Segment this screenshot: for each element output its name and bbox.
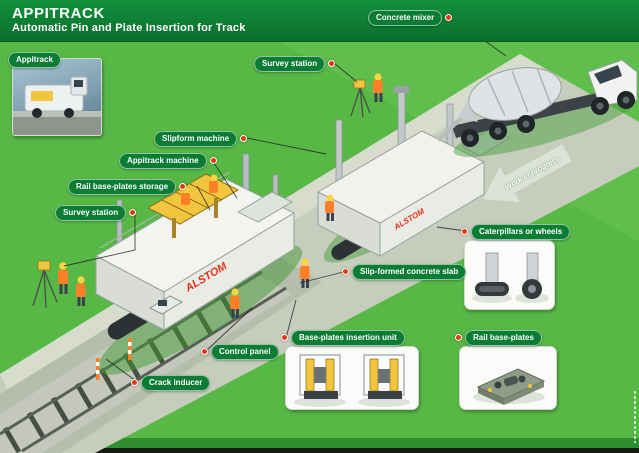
- marker-dot: [179, 183, 187, 191]
- callout-appitrack-machine: Appitrack machine: [119, 153, 217, 169]
- page-subtitle: Automatic Pin and Plate Insertion for Tr…: [12, 22, 246, 35]
- callout-crack-inducer: Crack inducer: [131, 375, 211, 391]
- inset-label-caterpillars: Caterpillars or wheels: [461, 224, 571, 240]
- callout-label: Slip-formed concrete slab: [352, 264, 467, 280]
- callout-label: Survey station: [55, 205, 127, 221]
- marker-dot: [240, 135, 248, 143]
- appitrack-photo: [12, 58, 102, 136]
- callout-survey-station-top: Survey station: [254, 56, 336, 72]
- inset-label-pill: Caterpillars or wheels: [471, 224, 571, 240]
- marker-dot: [461, 228, 468, 236]
- callout-concrete-mixer: Concrete mixer: [368, 10, 453, 26]
- callout-label: Survey station: [254, 56, 326, 72]
- callout-label: Concrete mixer: [368, 10, 443, 26]
- rail-base-plates-art: [473, 368, 546, 405]
- inset-label-insertion-unit: Base-plates insertion unit: [281, 330, 405, 346]
- scene: ALSTOM: [0, 16, 639, 453]
- callout-label: Slipform machine: [154, 131, 238, 147]
- callout-slipform-machine: Slipform machine: [154, 131, 248, 147]
- inset-label-pill: Base-plates insertion unit: [291, 330, 405, 346]
- concrete-mixer-art: [436, 59, 638, 157]
- marker-dot: [445, 14, 453, 22]
- slipform-machine-art: ALSTOM: [316, 86, 511, 263]
- callout-slip-formed-concrete-slab: Slip-formed concrete slab: [342, 264, 467, 280]
- header: APPITRACK Automatic Pin and Plate Insert…: [0, 0, 639, 42]
- insertion-unit-art: [294, 354, 410, 407]
- marker-dot: [455, 334, 462, 342]
- marker-dot: [201, 348, 208, 356]
- marker-dot: [281, 334, 288, 342]
- callout-control-panel: Control panel: [201, 344, 279, 360]
- callout-label: Control panel: [211, 344, 279, 360]
- photo-inset-label: Appitrack: [8, 52, 61, 68]
- finished-track: [0, 270, 287, 453]
- photo-machine-art: [13, 76, 101, 135]
- callout-survey-station-left: Survey station: [55, 205, 137, 221]
- inset-panel-insertion-unit: [285, 346, 419, 410]
- credit-text: [634, 391, 636, 443]
- inset-label-rail-base-plates: Rail base-plates: [455, 330, 542, 346]
- inset-label-pill: Rail base-plates: [465, 330, 542, 346]
- callout-label: Crack inducer: [141, 375, 211, 391]
- page-title: APPITRACK: [12, 5, 105, 22]
- marker-dot: [129, 209, 137, 217]
- marker-dot: [342, 268, 349, 276]
- callout-rail-base-plates-storage: Rail base-plates storage: [68, 179, 187, 195]
- inset-panel-caterpillars: [464, 240, 555, 310]
- marker-dot: [328, 60, 336, 68]
- appitrack-machine-art: ALSTOM: [94, 153, 303, 375]
- marker-dot: [131, 379, 138, 387]
- photo-inset: Appitrack: [8, 52, 102, 136]
- caterpillars-art: [472, 252, 549, 303]
- illustration: ALSTOM: [0, 16, 639, 453]
- callout-label: Appitrack machine: [119, 153, 207, 169]
- marker-dot: [209, 157, 217, 165]
- callout-label: Rail base-plates storage: [68, 179, 177, 195]
- photo-label-pill: Appitrack: [8, 52, 61, 68]
- inset-panel-rail-base-plates: [459, 346, 557, 410]
